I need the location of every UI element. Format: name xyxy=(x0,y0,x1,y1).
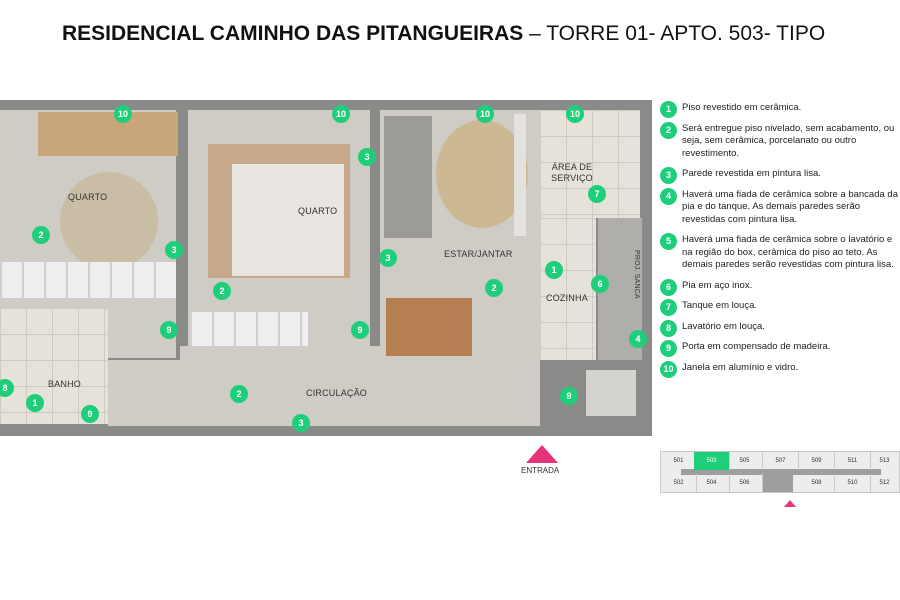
badge-2: 2 xyxy=(32,226,50,244)
badge-2: 2 xyxy=(485,279,503,297)
badge-10: 10 xyxy=(332,105,350,123)
badge-8: 8 xyxy=(0,379,14,397)
floor-plan: QUARTO QUARTO BANHO ESTAR/JANTAR ÁREA DE… xyxy=(0,100,652,436)
legend-badge: 9 xyxy=(660,340,677,357)
legend-item: 5 Haverá uma fiada de cerâmica sobre o la… xyxy=(660,233,900,272)
badge-10: 10 xyxy=(476,105,494,123)
unit-cell: 508 xyxy=(799,474,835,492)
unit-cell: 505 xyxy=(727,452,763,470)
unit-cell-active: 503 xyxy=(694,452,730,470)
tv-panel xyxy=(514,114,526,236)
legend-text: Piso revestido em cerâmica. xyxy=(682,102,802,113)
legend-text: Parede revestida em pintura lisa. xyxy=(682,168,821,179)
legend-text: Janela em alumínio e vidro. xyxy=(682,361,799,373)
rug-round xyxy=(60,172,158,270)
legend-item: 8 Lavatório em louça. xyxy=(660,319,900,337)
legend-badge: 6 xyxy=(660,278,677,296)
label-estar: ESTAR/JANTAR xyxy=(444,249,513,259)
legend-text: Lavatório em louça. xyxy=(682,320,765,332)
entry-label: ENTRADA xyxy=(521,466,560,475)
badge-3: 3 xyxy=(358,148,376,166)
legend-badge: 1 xyxy=(660,101,677,118)
legend-text: Porta em compensado de madeira. xyxy=(682,341,831,352)
label-servico: ÁREA DE SERVIÇO xyxy=(551,162,593,183)
unit-cell: 504 xyxy=(694,474,730,492)
legend-badge: 8 xyxy=(660,319,677,337)
legend-item: 2 Será entregue piso nivelado, sem acabam… xyxy=(660,121,900,161)
unit-cell: 513 xyxy=(869,452,900,470)
label-quarto-left: QUARTO xyxy=(68,192,108,202)
sofa xyxy=(384,116,432,238)
legend-badge: 7 xyxy=(660,299,677,316)
legend-badge: 3 xyxy=(660,167,677,184)
badge-2: 2 xyxy=(213,282,231,300)
legend-badge: 5 xyxy=(660,233,677,250)
label-cozinha: COZINHA xyxy=(546,293,588,303)
legend-badge: 2 xyxy=(660,121,677,139)
legend: 1 Piso revestido em cerâmica. 2 Será entre… xyxy=(660,101,900,382)
legend-item: 3 Parede revestida em pintura lisa. xyxy=(660,167,900,184)
rug-jute xyxy=(436,120,528,228)
unit-cell: 509 xyxy=(799,452,835,470)
unit-cell: 512 xyxy=(869,474,900,492)
label-circulacao: CIRCULAÇÃO xyxy=(306,388,368,398)
badge-3: 3 xyxy=(379,249,397,267)
legend-item: 9 Porta em compensado de madeira. xyxy=(660,340,900,357)
badge-3: 3 xyxy=(165,241,183,259)
badge-9: 9 xyxy=(560,387,578,405)
key-plan-entry-marker xyxy=(784,500,796,507)
badge-1: 1 xyxy=(545,261,563,279)
entry-marker xyxy=(526,445,558,463)
unit-cell: 501 xyxy=(661,452,697,470)
room-banho xyxy=(0,308,108,424)
unit-cell: 510 xyxy=(835,474,871,492)
unit-cell: 507 xyxy=(763,452,799,470)
legend-text: Será entregue piso nivelado, sem acabame… xyxy=(682,122,895,159)
dining-table xyxy=(386,298,472,356)
label-banho: BANHO xyxy=(48,379,82,389)
room-circulacao xyxy=(108,360,540,426)
room-cozinha xyxy=(540,218,596,360)
fridge xyxy=(586,370,636,416)
legend-text: Haverá uma fiada de cerâmica sobre o lav… xyxy=(682,234,894,270)
badge-9: 9 xyxy=(351,321,369,339)
unit-cell: 502 xyxy=(661,474,697,492)
legend-badge: 10 xyxy=(660,360,677,378)
legend-text: Haverá uma fiada de cerâmica sobre a ban… xyxy=(682,188,898,225)
badge-6: 6 xyxy=(591,275,609,293)
legend-item: 1 Piso revestido em cerâmica. xyxy=(660,101,900,118)
wardrobe-middle xyxy=(190,312,308,346)
badge-10: 10 xyxy=(566,105,584,123)
wardrobe-left xyxy=(0,262,176,298)
page-title: RESIDENCIAL CAMINHO DAS PITANGUEIRAS – T… xyxy=(62,22,825,46)
legend-item: 7 Tanque em louça. xyxy=(660,299,900,316)
title-unit: – TORRE 01- APTO. 503- TIPO xyxy=(523,22,826,45)
badge-7: 7 xyxy=(588,185,606,203)
bed-linen xyxy=(232,164,344,276)
legend-badge: 4 xyxy=(660,187,677,205)
key-plan-core xyxy=(763,470,793,492)
key-plan: 501 503 505 507 509 511 513 502 504 506 … xyxy=(660,451,900,493)
legend-item: 10 Janela em alumínio e vidro. xyxy=(660,360,900,378)
title-project: RESIDENCIAL CAMINHO DAS PITANGUEIRAS xyxy=(62,22,524,45)
circulacao-corridor xyxy=(180,346,380,366)
label-quarto-middle: QUARTO xyxy=(298,206,338,216)
badge-10: 10 xyxy=(114,105,132,123)
badge-9: 9 xyxy=(160,321,178,339)
badge-1: 1 xyxy=(26,394,44,412)
legend-text: Tanque em louça. xyxy=(682,300,757,311)
unit-cell: 506 xyxy=(727,474,763,492)
badge-3: 3 xyxy=(292,414,310,432)
legend-text: Pia em aço inox. xyxy=(682,279,753,291)
badge-4: 4 xyxy=(629,330,647,348)
legend-item: 4 Haverá uma fiada de cerâmica sobre a ba… xyxy=(660,187,900,227)
badge-9: 9 xyxy=(81,405,99,423)
legend-item: 6 Pia em aço inox. xyxy=(660,278,900,296)
unit-cell: 511 xyxy=(835,452,871,470)
badge-2: 2 xyxy=(230,385,248,403)
bed-single xyxy=(38,112,178,156)
label-sanca: PROJ. SANCA xyxy=(633,250,640,299)
